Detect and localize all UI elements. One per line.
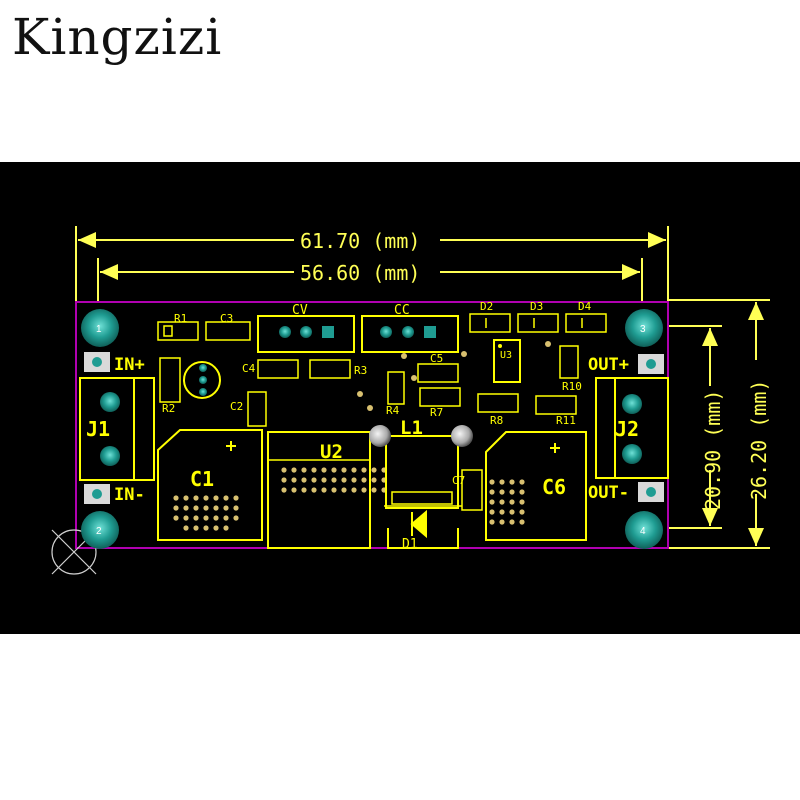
mount-hole-4: 4 [625,511,663,549]
capacitor-c1-footprint [157,429,263,541]
label-r4: R4 [386,404,400,417]
diode-d1-body [391,491,453,505]
diode-d1-footprint [384,505,462,549]
dimension-hole-height-label: 20.90 (mm) [701,390,725,510]
label-c5: C5 [430,352,443,365]
c1-via-grid [173,495,239,531]
dimension-outer-height-label: 26.20 (mm) [747,380,771,500]
label-d3: D3 [530,300,543,313]
label-c2: C2 [230,400,243,413]
u2-via-grid [281,467,387,493]
label-c4: C4 [242,362,256,375]
label-d1: D1 [402,537,418,552]
label-out-minus: OUT- [588,483,629,503]
label-r3: R3 [354,364,367,377]
label-j2: J2 [615,417,639,441]
smd-c7 [461,469,483,511]
dimension-outer-width-label: 61.70 (mm) [300,229,420,253]
dimension-hole-height [660,325,722,529]
svg-text:1: 1 [96,324,102,335]
dimension-outer-height [668,299,770,549]
label-r7: R7 [430,406,443,419]
smd-r7 [419,387,461,407]
dimension-hole-width-label: 56.60 (mm) [300,261,420,285]
label-u3: U3 [500,350,512,361]
label-c1: C1 [190,467,214,491]
capacitor-c6-footprint [485,431,587,541]
label-l1: L1 [400,417,423,439]
transistor-q-footprint [183,361,221,399]
board-outline [75,301,669,549]
c6-via-grid [489,479,525,525]
smd-r8 [477,393,519,413]
potentiometer-cc [361,315,459,353]
svg-text:2: 2 [96,526,102,537]
label-j1: J1 [86,417,110,441]
label-u2: U2 [320,441,343,463]
via-cluster [357,341,551,411]
label-cc: CC [394,303,410,318]
label-r8: R8 [490,414,503,427]
ic-u2-footprint [267,431,371,549]
label-c7: C7 [452,474,465,487]
label-d2: D2 [480,300,493,313]
smd-r2 [159,357,181,403]
label-cv: CV [292,303,308,318]
smd-r10 [559,345,579,379]
smd-d4 [565,313,607,333]
smd-d2 [469,313,511,333]
smd-c4 [257,359,299,379]
smd-c5 [417,363,459,383]
smd-c2 [247,391,267,427]
label-c3: C3 [220,312,233,325]
ic-u3-footprint [493,339,521,383]
brand-logo-text: Kingzizi [12,8,223,66]
smd-r11 [535,395,577,415]
terminal-block-j2 [595,377,669,479]
smd-r4 [387,371,405,405]
svg-text:4: 4 [640,526,646,537]
label-c6: C6 [542,475,566,499]
label-r10: R10 [562,380,582,393]
label-r1: R1 [174,312,187,325]
smd-r3 [309,359,351,379]
svg-text:3: 3 [640,324,646,335]
mount-hole-3: 3 [625,309,663,347]
label-in-plus: IN+ [114,355,145,375]
inductor-l1-footprint [369,425,473,509]
mount-hole-1: 1 [81,309,119,347]
label-r11: R11 [556,414,576,427]
label-r2: R2 [162,402,175,415]
label-d4: D4 [578,300,592,313]
label-in-minus: IN- [114,485,145,505]
mount-hole-2: 2 [81,511,119,549]
smd-r1 [157,321,199,341]
terminal-block-j1 [79,377,155,481]
potentiometer-cv [257,315,355,353]
dimension-outer-width [75,226,669,302]
label-out-plus: OUT+ [588,355,629,375]
smd-d3 [517,313,559,333]
smd-c3 [205,321,251,341]
